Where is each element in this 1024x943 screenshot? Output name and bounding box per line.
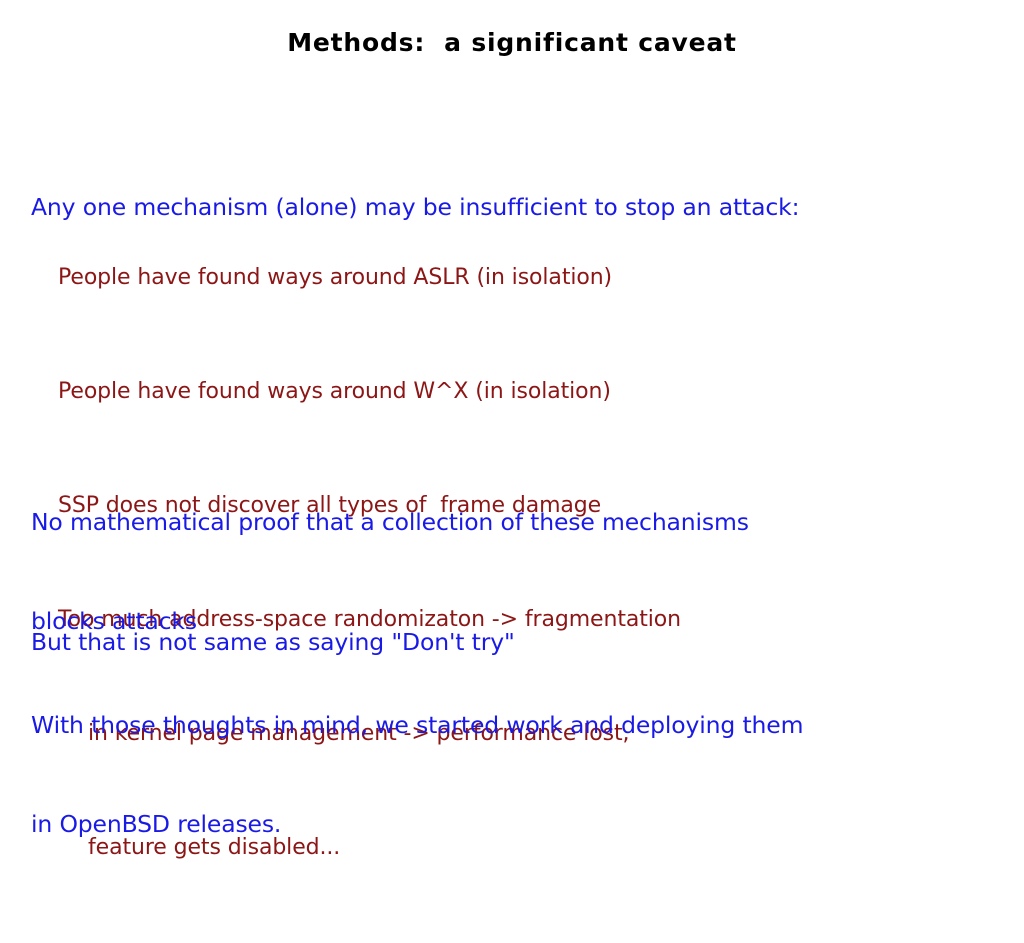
slide: Methods: a significant caveat Any one me…: [31, 28, 804, 860]
slide-body: Any one mechanism (alone) may be insuffi…: [31, 125, 803, 860]
but-that-paragraph: But that is not same as saying "Don't tr…: [31, 560, 515, 725]
caveat-item-wxor: People have found ways around W^X (in is…: [58, 379, 611, 404]
page-title: Methods: a significant caveat: [287, 28, 737, 57]
no-proof-paragraph: No mathematical proof that a collection …: [31, 440, 749, 704]
intro-line-1: Any one mechanism (alone) may be insuffi…: [31, 193, 800, 221]
with-those-paragraph: With those thoughts in mind, we started …: [31, 643, 803, 907]
caveat-item-aslr: People have found ways around ASLR (in i…: [58, 265, 613, 290]
with-those-line-1: With those thoughts in mind, we started …: [31, 711, 804, 739]
no-proof-line-2: blocks attacks: [31, 607, 197, 635]
but-that-line-1: But that is not same as saying "Don't tr…: [31, 628, 515, 656]
caveat-list: People have found ways around ASLR (in i…: [58, 183, 681, 943]
caveat-item-ssp: SSP does not discover all types of frame…: [58, 493, 602, 518]
caveat-item-randomization-cont-1: in kernel page management -> performance…: [88, 721, 630, 746]
caveat-item-randomization: Too much address-space randomizaton -> f…: [58, 607, 681, 632]
with-those-line-2: in OpenBSD releases.: [31, 810, 282, 838]
no-proof-line-1: No mathematical proof that a collection …: [31, 508, 749, 536]
intro-paragraph: Any one mechanism (alone) may be insuffi…: [31, 125, 800, 290]
